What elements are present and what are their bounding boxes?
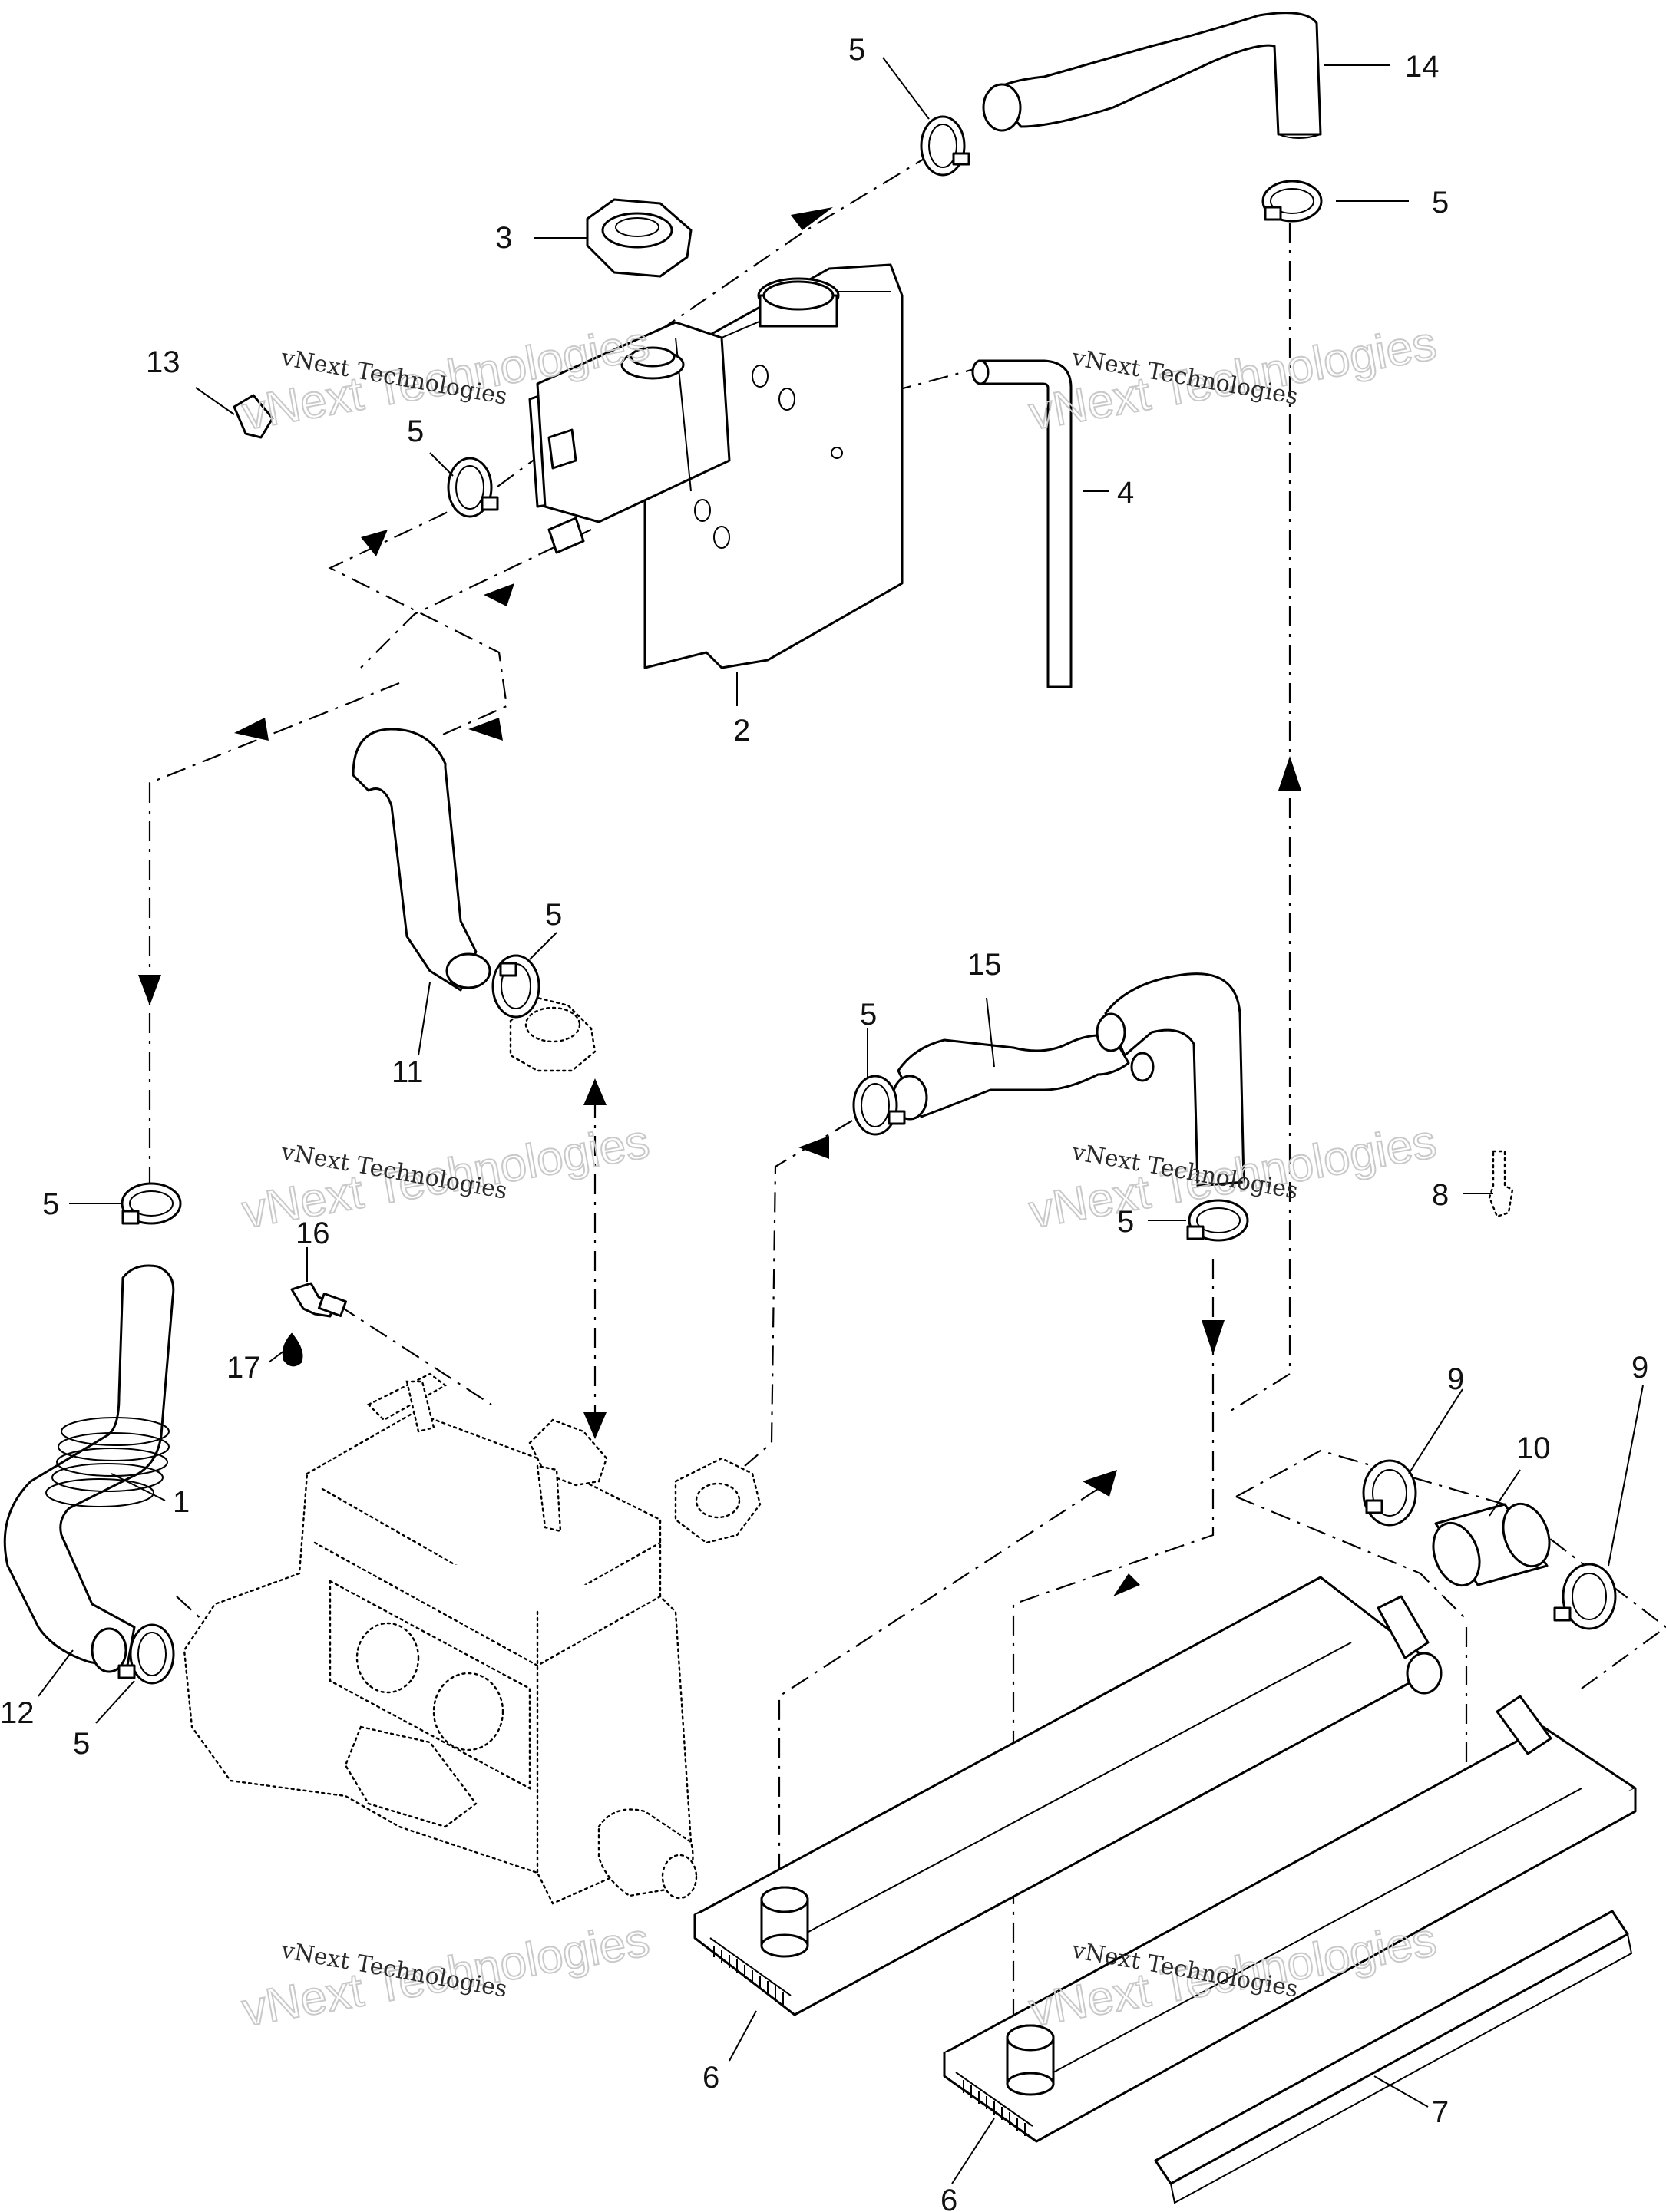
flow-arrow <box>1278 756 1301 791</box>
hose-clamp <box>121 1182 182 1225</box>
callout-5: 5 <box>73 1727 90 1761</box>
callout-14: 14 <box>1405 50 1440 84</box>
callout-8: 8 <box>1432 1178 1449 1212</box>
hose-clamps-9 <box>1362 1459 1617 1630</box>
callout-9: 9 <box>1631 1351 1648 1385</box>
callout-9: 9 <box>1447 1362 1464 1396</box>
flow-arrow <box>484 583 514 606</box>
vent-hose <box>971 359 1073 688</box>
flow-arrow <box>583 1078 607 1105</box>
callout-12: 12 <box>0 1696 35 1730</box>
heat-exchanger-upper <box>693 1576 1443 2016</box>
flow-arrow <box>1083 1470 1117 1497</box>
callout-10: 10 <box>1516 1431 1551 1465</box>
hose-clamp <box>1261 180 1323 223</box>
flow-arrow <box>791 207 833 230</box>
callout-5: 5 <box>545 898 562 932</box>
connector-hose-10 <box>1432 1502 1551 1587</box>
hose-clamp <box>920 115 970 177</box>
hose-clamp <box>1553 1563 1617 1630</box>
callout-5: 5 <box>42 1187 59 1221</box>
temperature-sensor-16 <box>290 1282 348 1318</box>
callout-6: 6 <box>940 2184 957 2212</box>
hose-clamp <box>1186 1199 1249 1242</box>
heat-exchanger-lower <box>943 1695 1637 2143</box>
hose-14 <box>982 12 1322 139</box>
hose-clamp <box>1362 1459 1417 1527</box>
hose-15 <box>891 972 1245 1187</box>
hose-clamp <box>491 954 540 1019</box>
flow-arrow <box>1113 1573 1140 1596</box>
thermostat-housing <box>509 996 597 1072</box>
fitting-8 <box>1488 1150 1514 1218</box>
callout-11: 11 <box>392 1055 424 1089</box>
seal-strip <box>1154 1910 1633 2204</box>
callout-1: 1 <box>173 1485 190 1519</box>
callout-5: 5 <box>860 998 877 1032</box>
flow-arrow <box>361 530 388 556</box>
callout-7: 7 <box>1432 2095 1449 2129</box>
hose-1-corrugation <box>45 1417 170 1507</box>
hose-clamp <box>852 1075 906 1136</box>
hose-11 <box>352 728 491 992</box>
flow-arrow <box>798 1136 829 1159</box>
callout-4: 4 <box>1117 476 1134 510</box>
callout-5: 5 <box>407 414 424 448</box>
callout-17: 17 <box>226 1351 261 1385</box>
sealant-drop-17 <box>282 1332 303 1367</box>
radiator-cap <box>586 198 693 278</box>
callout-5: 5 <box>1117 1205 1134 1239</box>
coolant-tank <box>528 263 904 669</box>
hose-clamp <box>447 457 499 518</box>
callout-2: 2 <box>733 714 750 748</box>
callout-15: 15 <box>967 948 1002 982</box>
callout-13: 13 <box>146 345 180 379</box>
flow-arrow <box>1202 1320 1225 1355</box>
callout-labels: 5 14 5 3 13 5 4 2 5 15 11 5 8 5 5 16 17 … <box>0 33 1648 2212</box>
hose-clamp <box>117 1623 175 1685</box>
leader-lines <box>38 57 1644 2184</box>
flow-arrow <box>583 1412 607 1439</box>
callout-5: 5 <box>1432 186 1449 220</box>
callout-6: 6 <box>702 2061 719 2095</box>
callout-16: 16 <box>296 1217 330 1250</box>
callout-3: 3 <box>495 221 512 255</box>
flow-arrow <box>468 718 503 741</box>
clip-13 <box>233 394 274 439</box>
engine-block <box>183 1372 762 1905</box>
flow-arrow <box>138 975 161 1005</box>
hose-12 <box>3 1264 175 1673</box>
callout-5: 5 <box>848 33 865 67</box>
flow-arrow <box>234 718 269 741</box>
